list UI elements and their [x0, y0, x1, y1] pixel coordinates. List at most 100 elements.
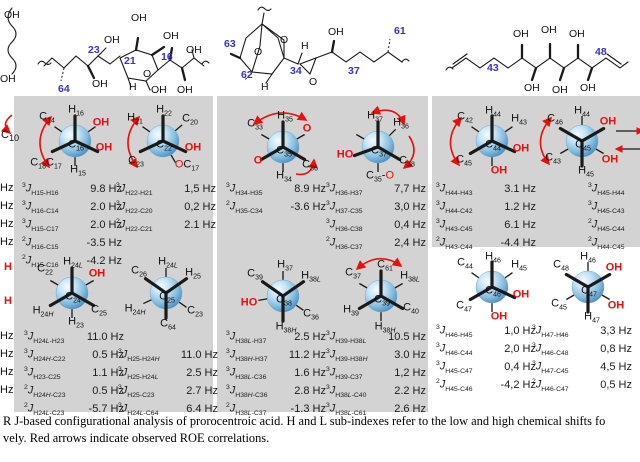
structure-label: OH: [151, 84, 167, 96]
atom-label: OH: [605, 261, 623, 274]
structure-label: OH: [131, 12, 147, 24]
atom-label: C47: [456, 299, 472, 314]
atom-label: H16: [68, 103, 84, 118]
atom-label: OH: [601, 153, 619, 166]
structure-label: OH: [0, 73, 16, 85]
j-coupling-row: 2JH43-C44-4.4 Hz: [436, 236, 536, 251]
j-coupling-row: 2JH35-C34-3.6 Hz: [226, 200, 326, 215]
atom-label: O: [253, 154, 263, 167]
atom-label: OH: [184, 141, 202, 154]
atom-label: C22: [37, 262, 53, 277]
atom-label: OH: [92, 116, 110, 129]
atom-label: H37: [277, 258, 293, 273]
cropped-text-fragment: Hz: [0, 366, 14, 378]
atom-label: C26: [131, 264, 147, 279]
newman-center-atom: C16: [68, 138, 84, 153]
j-coupling-row: 2JH38L-C37-1.3 Hz: [226, 402, 326, 417]
structure-label: H: [129, 81, 137, 93]
atom-label: H38H: [275, 320, 297, 335]
j-coupling-row: 2JH45-C46-4,2 Hz: [436, 378, 536, 393]
atom-label: H39: [343, 303, 359, 318]
atom-label: H46: [485, 250, 501, 265]
atom-label: H34: [276, 169, 292, 184]
atom-label: C20: [182, 112, 198, 127]
carbon-locant-label: 37: [348, 65, 360, 77]
atom-label: H24H: [32, 304, 54, 319]
atom-label: C33: [247, 117, 263, 132]
atom-label: C37: [345, 266, 361, 281]
atom-label: OC17: [174, 158, 200, 173]
atom-label: C25: [91, 303, 107, 318]
newman-center-atom: C44: [485, 138, 501, 153]
structure-a: [37, 36, 210, 91]
cropped-text-fragment: Hz: [0, 236, 14, 248]
atom-label: C36: [302, 158, 318, 173]
atom-label: C23: [128, 154, 144, 169]
structure-label: OH: [92, 78, 108, 90]
atom-label: H46: [580, 250, 596, 265]
atom-label: C46: [547, 112, 563, 127]
j-coupling-row: 2JH16-C15-3.5 Hz: [22, 236, 122, 251]
atom-label: H44: [485, 104, 501, 119]
structure-label: OH: [163, 30, 179, 42]
cropped-text-fragment: Hz: [0, 330, 14, 342]
atom-label: H21: [127, 111, 143, 126]
atom-label: H43: [511, 112, 527, 127]
cropped-text-fragment: Hz: [0, 384, 14, 396]
atom-label: OH: [95, 141, 113, 154]
atom-label: H38L: [400, 269, 420, 284]
cropped-structure-fragment: [7, 7, 17, 75]
atom-label: C45: [551, 297, 567, 312]
newman-projection-C38: [258, 271, 306, 323]
atom-label: C35-O: [365, 169, 395, 184]
atom-label: C23: [187, 304, 203, 319]
carbon-locant-label: 16: [161, 51, 173, 63]
j-coupling-row: 2JH15-C16-4.2 Hz: [22, 254, 122, 269]
caption-line-1: R J-based configurational analysis of pr…: [3, 414, 606, 428]
j-coupling-row: 2JH45-C44-: [588, 218, 625, 233]
newman-projection-C16: [50, 114, 100, 166]
carbon-locant-label: 48: [595, 46, 607, 58]
atom-label: H23: [68, 315, 84, 330]
structure-b: [229, 6, 410, 84]
atom-label: C42: [457, 110, 473, 125]
structure-label: O: [280, 34, 288, 46]
atom-label: C61: [377, 258, 393, 273]
newman-center-atom: C38: [276, 293, 292, 308]
atom-label: H47: [584, 310, 600, 325]
atom-label: C18C17: [30, 156, 62, 171]
newman-projection-C25: [143, 268, 189, 320]
structure-label: OH: [513, 28, 529, 40]
atom-label: HO: [240, 296, 258, 309]
atom-label: H25: [185, 266, 201, 281]
cropped-text-fragment: C10: [1, 129, 20, 144]
newman-projection-C35: [259, 120, 307, 172]
figure-caption: R J-based configurational analysis of pr…: [3, 413, 640, 447]
atom-label: HO: [336, 148, 354, 161]
atom-label: H38H: [374, 320, 396, 335]
structure-label: O: [143, 68, 151, 80]
atom-label: C38: [399, 154, 415, 169]
atom-label: C43: [545, 151, 561, 166]
structure-label: OH: [569, 28, 585, 40]
atom-label: C45: [456, 153, 472, 168]
